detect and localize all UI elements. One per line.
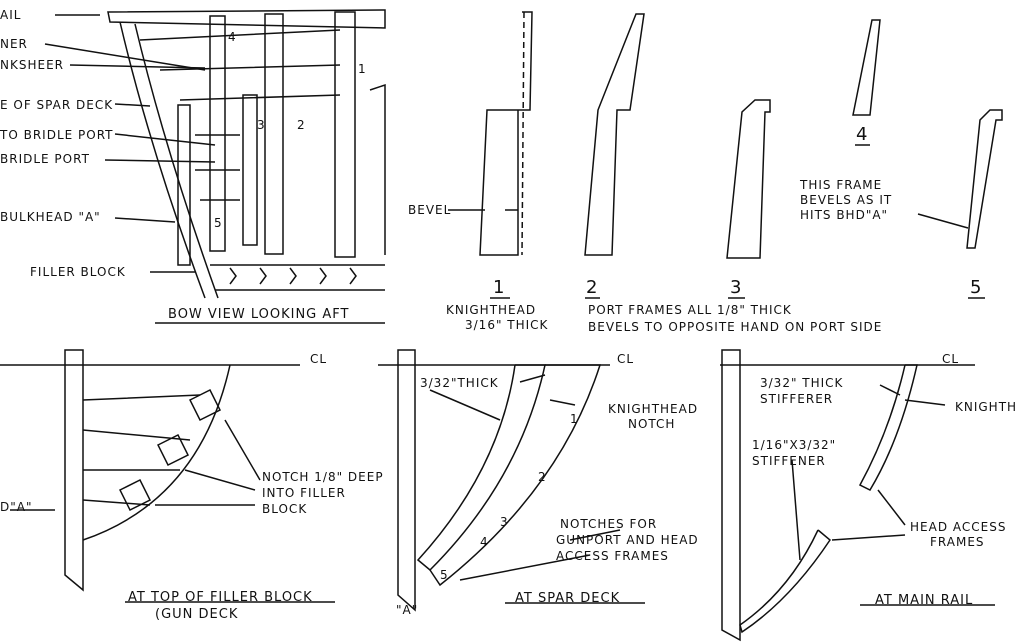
main-rail-shape [107, 9, 386, 29]
spar-notches-label-2: GUNPORT AND HEAD [556, 533, 699, 547]
frame-4 [209, 15, 226, 252]
spar-notches-label-3: ACCESS FRAMES [556, 549, 669, 563]
bevel-label: BEVEL [408, 203, 452, 217]
filler-notch-label-2: INTO FILLER [262, 486, 346, 500]
frame-3-shape [726, 99, 771, 259]
bow-frame-number-4: 4 [228, 30, 237, 44]
rail-stiffener1-label-1: 3/32" THICK [760, 376, 844, 390]
frame-1-bevel-line [521, 11, 525, 256]
spar-post [397, 349, 416, 612]
rail-cl-label: CL [942, 352, 960, 366]
liner-label: NER [0, 37, 28, 51]
filler-notch-label-1: NOTCH 1/8" DEEP [262, 470, 384, 484]
bow-frame-number-5: 5 [214, 216, 223, 230]
filler-leaders [155, 419, 261, 506]
port-frames-label: PORT FRAMES ALL 1/8" THICK [588, 303, 792, 317]
hull-outer-line [119, 21, 206, 299]
spar-a-label: "A" [396, 603, 419, 617]
frames-drawing [448, 11, 1003, 299]
filler-left-label: D"A" [0, 500, 33, 514]
spar-deck-label: E OF SPAR DECK [0, 98, 114, 112]
frame-5-shape [966, 109, 1003, 249]
filler-curve [82, 364, 231, 541]
bulkhead-edge [369, 83, 386, 255]
rail-label: AIL [0, 8, 22, 22]
rail-stiffener1-label-2: STIFFERER [760, 392, 834, 406]
rail-stiffener-2 [739, 529, 831, 634]
spar-notches-label-1: NOTCHES FOR [560, 517, 658, 531]
filler-caption-2: (GUN DECK [155, 607, 239, 622]
rail-stiffener-1 [858, 364, 918, 491]
rail-view-drawing [720, 349, 995, 642]
filler-block [210, 264, 385, 291]
frame5-note-1: THIS FRAME [800, 178, 883, 192]
bulkhead-label: BULKHEAD "A" [0, 210, 101, 224]
spar-thick-hatch [519, 374, 546, 383]
rail-stiffener2-label-1: 1/16"x3/32" [752, 438, 837, 452]
rail-knighthead-label: KNIGHTH [955, 400, 1018, 414]
frame-2 [264, 13, 284, 255]
frame-number-2: 2 [586, 277, 598, 298]
spar-notch-label: NOTCH [628, 417, 676, 431]
spar-number-5: 5 [440, 568, 449, 582]
spar-notched-piece [429, 364, 602, 587]
spar-leaders [429, 389, 621, 581]
filler-caption-1: AT TOP OF FILLER BLOCK [128, 590, 313, 605]
frame-number-underlines [490, 144, 985, 299]
rail-leaders [791, 384, 946, 561]
filler-notch-label-3: BLOCK [262, 502, 308, 516]
frame-5 [177, 104, 191, 266]
filler-notches [118, 388, 222, 512]
spar-thick-label: 3/32"THICK [420, 376, 499, 390]
rail-head-access-label-1: HEAD ACCESS [910, 520, 1007, 534]
spar-view-drawing [378, 349, 645, 612]
rail-head-access-label-2: FRAMES [930, 535, 985, 549]
frame-number-3: 3 [730, 277, 742, 298]
hull-inner-line [134, 23, 219, 299]
rail-post [721, 349, 741, 642]
to-bridle-port-label-2: BRIDLE PORT [0, 152, 90, 166]
frame-number-4: 4 [856, 124, 868, 145]
bow-view-caption: BOW VIEW LOOKING AFT [168, 307, 350, 322]
frame5-leader [917, 213, 969, 229]
rail-caption: AT MAIN RAIL [875, 593, 974, 608]
bow-frame-number-3: 3 [257, 118, 266, 132]
spar-cl-label: CL [617, 352, 635, 366]
frame-1-shape [479, 11, 533, 256]
spar-caption: AT SPAR DECK [515, 591, 621, 606]
spar-number-4: 4 [480, 535, 489, 549]
frame-3 [242, 94, 258, 246]
plank-sheer-label: NKSHEER [0, 58, 64, 72]
bow-frame-number-1: 1 [358, 62, 367, 76]
filler-block-hatch [229, 267, 357, 285]
filler-plank-lines [82, 394, 201, 506]
frame-1 [334, 11, 356, 258]
frame5-note-3: HITS BHD"A" [800, 208, 889, 222]
bevels-note-label: BEVELS TO OPPOSITE HAND ON PORT SIDE [588, 320, 883, 334]
liner-lines [139, 29, 341, 201]
bow-view-drawing [44, 9, 386, 324]
filler-post [64, 349, 84, 592]
knighthead-label: KNIGHTHEAD [446, 303, 537, 317]
filler-cl-label: CL [310, 352, 328, 366]
frame-number-1: 1 [493, 277, 505, 298]
frame5-note-2: BEVELS AS IT [800, 193, 893, 207]
filler-view-drawing [0, 349, 335, 603]
frame-2-shape [584, 13, 645, 256]
spar-number-3: 3 [500, 515, 509, 529]
spar-number-1: 1 [570, 412, 579, 426]
spar-knighthead-label: KNIGHTHEAD [608, 402, 699, 416]
knighthead-thick-label: 3/16" THICK [465, 318, 549, 332]
frame-number-5: 5 [970, 277, 982, 298]
filler-block-label: FILLER BLOCK [30, 265, 126, 279]
bow-leader-arrows [44, 14, 216, 273]
to-bridle-port-label-1: TO BRIDLE PORT [0, 128, 114, 142]
rail-stiffener2-label-2: STIFFENER [752, 454, 826, 468]
frame-4-shape [852, 19, 881, 116]
bow-frame-number-2: 2 [297, 118, 306, 132]
spar-frame-outline [416, 364, 546, 572]
spar-number-2: 2 [538, 470, 547, 484]
